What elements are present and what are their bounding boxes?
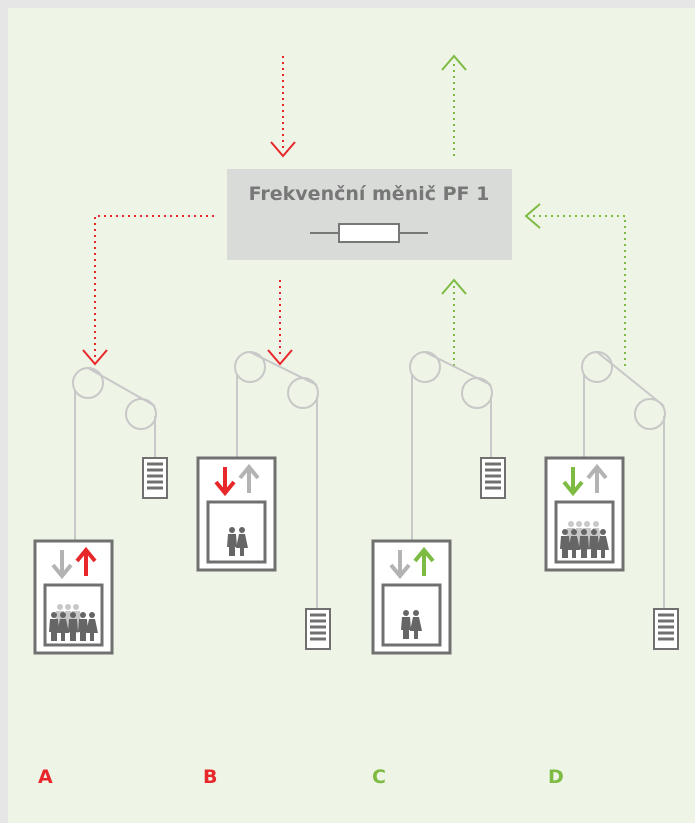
arrow-up-icon <box>413 546 435 576</box>
diagram-panel <box>8 8 695 823</box>
top-flow-arrow-out <box>441 54 467 156</box>
arrow-down-icon <box>389 550 411 580</box>
label-d: D <box>548 766 564 788</box>
arrow-up-icon <box>75 546 97 576</box>
arrow-down-icon <box>214 467 236 497</box>
flow-arrow-d <box>524 203 626 366</box>
arrow-down-icon <box>562 467 584 497</box>
flow-arrow-a <box>82 215 214 366</box>
elevator-b <box>196 351 331 650</box>
label-a: A <box>38 766 53 788</box>
counterweight-icon <box>480 457 506 499</box>
arrow-down-icon <box>51 550 73 580</box>
frequency-converter-box: Frekvenční měnič PF 1 <box>227 169 512 260</box>
flow-arrow-b <box>267 280 293 366</box>
top-flow-arrow-in <box>270 56 296 158</box>
arrow-up-icon <box>586 463 608 493</box>
arrow-up-icon <box>238 463 260 493</box>
flow-arrow-c <box>441 278 467 366</box>
elevator-d <box>544 351 679 650</box>
pulley-icon <box>72 367 157 541</box>
label-b: B <box>203 766 217 788</box>
pulley-icon <box>581 351 666 609</box>
converter-title: Frekvenční měnič PF 1 <box>249 183 490 205</box>
counterweight-icon <box>142 457 168 499</box>
label-c: C <box>372 766 386 788</box>
elevator-c <box>371 351 506 655</box>
pulley-icon <box>409 351 493 541</box>
resistor-icon <box>310 223 428 243</box>
elevator-a <box>33 367 168 655</box>
pulley-icon <box>234 351 319 609</box>
counterweight-icon <box>653 608 679 650</box>
counterweight-icon <box>305 608 331 650</box>
